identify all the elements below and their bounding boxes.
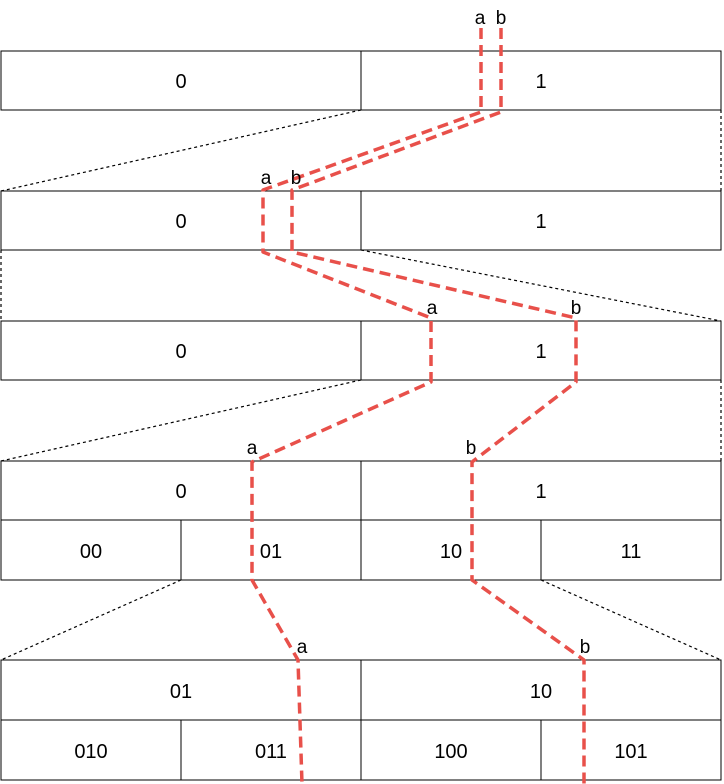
level4-subcell-010-label: 010 (74, 741, 107, 763)
level0-point-a-label: a (475, 8, 486, 29)
level4-cell-01-label: 01 (170, 681, 192, 703)
level4-subcell-011-label: 011 (255, 741, 287, 763)
level3-subcell-01-label: 01 (260, 541, 282, 563)
level4-subcell-010 (0, 719, 182, 781)
level4-cell-10-label: 10 (530, 681, 552, 703)
level4-subcell-100 (360, 719, 542, 781)
level4-subcell-100-label: 100 (434, 741, 467, 763)
level0-cell-0-label: 0 (175, 71, 186, 93)
level3-cell-0-label: 0 (175, 481, 186, 503)
level0-cell-0 (0, 50, 362, 111)
level3-cell-1 (360, 460, 722, 521)
path-b (290, 28, 586, 784)
level0-cell-1-label: 1 (535, 71, 546, 93)
zoom-line-3-left (0, 579, 182, 661)
zoom-line-2-left (0, 379, 362, 462)
level3-subcell-11-label: 11 (621, 541, 642, 563)
level1-cell-1-label: 1 (535, 211, 546, 233)
level3-point-b-label: b (466, 438, 477, 459)
level4-subcell-101-label: 101 (614, 741, 647, 763)
level3-subcell-00-label: 00 (80, 541, 102, 563)
level3-point-a-label: a (247, 438, 258, 459)
level4-subcell-101 (540, 719, 722, 781)
level4-point-a-label: a (297, 637, 308, 658)
level1-cell-0 (0, 190, 362, 251)
zoom-line-0-left (0, 109, 362, 192)
level2-cell-0 (0, 320, 362, 381)
level3-subcell-00 (0, 519, 182, 581)
level1-cell-0-label: 0 (175, 211, 186, 233)
level4-point-b-label: b (580, 637, 591, 658)
level2-point-b-label: b (571, 298, 582, 319)
level1-point-b-label: b (291, 168, 302, 189)
level2-cell-0-label: 0 (175, 341, 186, 363)
level2-cell-1-label: 1 (535, 341, 546, 363)
level3-subcell-10-label: 10 (440, 541, 462, 563)
level2-cell-1 (360, 320, 722, 381)
level4-cell-10 (360, 659, 722, 721)
level4-subcell-011 (180, 719, 362, 781)
level1-point-a-label: a (261, 168, 272, 189)
level3-cell-1-label: 1 (535, 481, 546, 503)
level1-cell-1 (360, 190, 722, 251)
level3-subcell-11 (540, 519, 722, 581)
zoom-line-3-right (540, 579, 722, 661)
level0-cell-1 (360, 50, 722, 111)
level0-point-b-label: b (496, 8, 507, 29)
zoom-line-1-right (360, 249, 722, 322)
level2-point-a-label: a (427, 298, 438, 319)
level3-subcell-01 (180, 519, 362, 581)
